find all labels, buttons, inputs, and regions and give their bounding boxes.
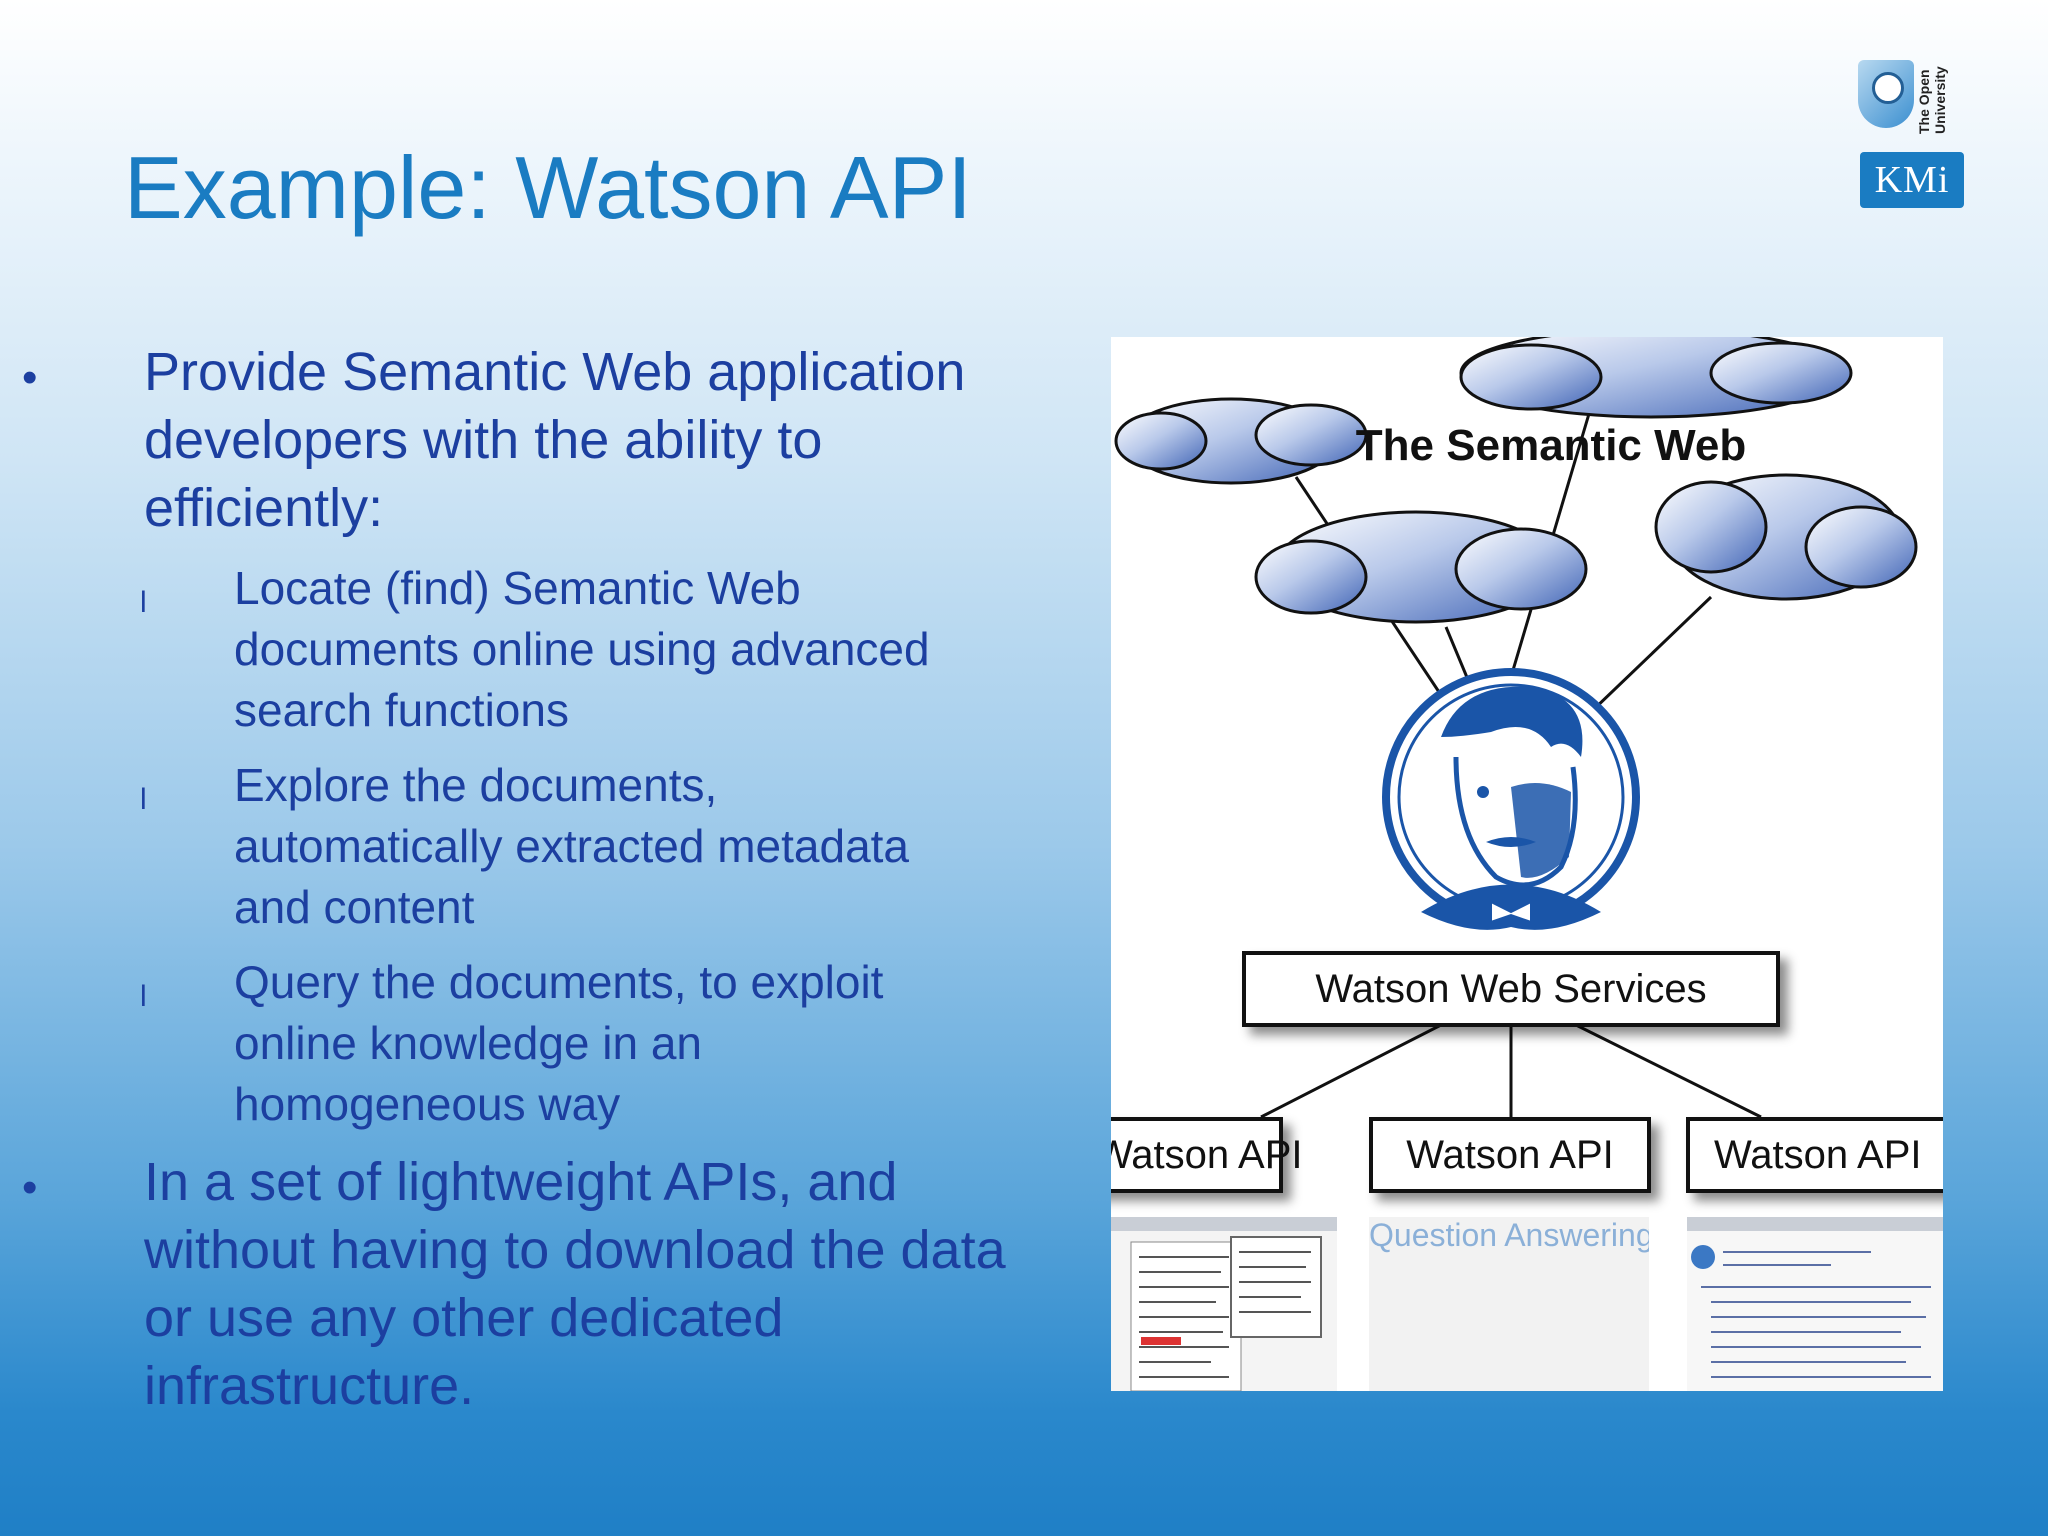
bullet-text: Provide Semantic Web application develop… (144, 342, 966, 538)
cloud-icon (1254, 510, 1588, 624)
cloud-connector (1589, 595, 1713, 714)
sub-bullet-icon: l (140, 783, 147, 816)
bullet-text: In a set of lightweight APIs, and withou… (144, 1152, 1006, 1416)
watson-web-services-box: Watson Web Services (1242, 951, 1780, 1027)
screenshot-3-graphic (1687, 1217, 1943, 1391)
sub-bullet-text: Query the documents, to exploit online k… (234, 956, 884, 1130)
page-title: Example: Watson API (124, 138, 972, 237)
sub-bullet-text: Explore the documents, automatically ext… (234, 759, 910, 933)
screenshot-header: Question Answering (1369, 1217, 1649, 1253)
sub-bullet-icon: l (140, 980, 147, 1013)
watson-api-box: Watson API (1111, 1117, 1303, 1193)
bullet-icon: • (22, 353, 38, 402)
watson-api-box: Watson API (1369, 1117, 1651, 1193)
cloud-icon (1459, 337, 1853, 419)
sub-bullet-text: Locate (find) Semantic Web documents onl… (234, 562, 930, 736)
sub-bullet-icon: l (140, 586, 147, 619)
open-university-logo: The Open University (1858, 56, 1964, 134)
ou-shield-icon (1858, 60, 1914, 128)
service-connector (1260, 1023, 1442, 1119)
kmi-logo: KMi (1860, 152, 1964, 208)
cloud-icon (1654, 473, 1918, 601)
semantic-web-label: The Semantic Web (1355, 421, 1747, 470)
question-answering-screenshot: Question Answering (1369, 1217, 1649, 1391)
service-connector (1575, 1023, 1762, 1119)
diagram-graphics (1111, 337, 1943, 1391)
screenshot-1-graphic (1111, 1217, 1337, 1391)
watson-mascot-icon (1382, 668, 1640, 930)
watson-architecture-diagram: The Semantic Web Watson Web Services Wat… (1111, 337, 1943, 1391)
cloud-icon (1114, 397, 1368, 485)
watson-api-box: Watson API (1686, 1117, 1943, 1193)
ou-logo-text: The Open University (1916, 66, 1948, 134)
bullet-icon: • (22, 1163, 38, 1212)
